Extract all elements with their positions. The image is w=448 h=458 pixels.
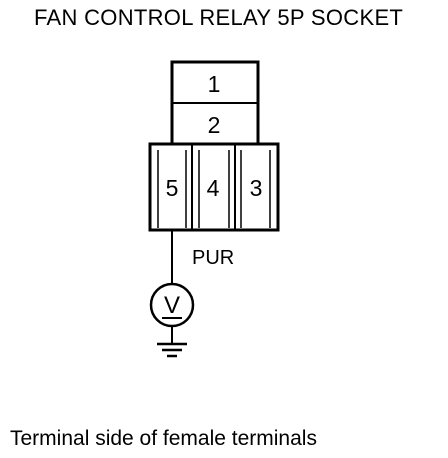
connector-lower-outline bbox=[148, 142, 280, 232]
connector-upper-block bbox=[170, 60, 260, 146]
view-caption: Terminal side of female terminals bbox=[10, 427, 317, 450]
wire-color-label: PUR bbox=[192, 247, 234, 269]
diagram-title: FAN CONTROL RELAY 5P SOCKET bbox=[34, 5, 404, 30]
terminal-1-label: 1 bbox=[208, 71, 221, 97]
terminal-4-label: 4 bbox=[207, 175, 220, 201]
terminal-2-label: 2 bbox=[208, 112, 221, 138]
voltmeter-symbol: V bbox=[164, 292, 180, 319]
voltmeter-icon: V bbox=[149, 282, 195, 328]
ground-icon bbox=[157, 326, 187, 358]
terminal-5-label: 5 bbox=[166, 175, 179, 201]
terminal-3-label: 3 bbox=[250, 175, 263, 201]
connector-lower-block bbox=[148, 142, 280, 232]
